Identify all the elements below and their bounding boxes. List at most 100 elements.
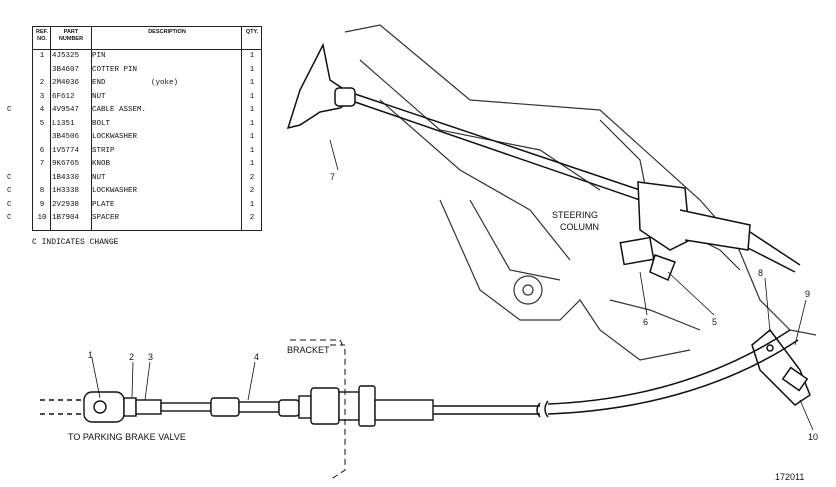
part-number: 9K6765 — [52, 160, 80, 168]
ref-number: 1 — [39, 52, 45, 60]
description: LOCKWASHER — [92, 133, 138, 141]
table-row: C 1B4330 NUT 2 — [7, 173, 261, 184]
description: NUT — [92, 92, 106, 101]
description: CABLE ASSEM. — [92, 106, 147, 114]
table-row: 1 4J5325 PIN 1 — [33, 51, 261, 62]
part-number: 1H3338 — [52, 187, 80, 195]
table-row: 3 6F612 NUT 1 — [33, 92, 261, 103]
quantity: 1 — [249, 133, 255, 141]
bracket-outline — [290, 339, 346, 481]
header-description: DESCRIPTION — [148, 29, 186, 35]
part-number: 3B4506 — [52, 133, 80, 141]
change-mark: C — [7, 187, 12, 195]
table-row: 7 9K6765 KNOB 1 — [33, 159, 261, 170]
callout-7: 7 — [330, 172, 335, 182]
description: END — [92, 79, 106, 87]
description-note: (yoke) — [151, 79, 179, 87]
part-number: L1351 — [52, 119, 75, 128]
cable — [433, 329, 799, 418]
table-header: REF. NO. PART NUMBER DESCRIPTION QTY. — [33, 27, 261, 50]
figure-number: 172011 — [775, 472, 804, 482]
quantity: 2 — [249, 214, 255, 222]
change-mark: C — [7, 106, 12, 114]
part-number: 4V9547 — [52, 106, 80, 114]
callout-4: 4 — [254, 352, 259, 362]
description: COTTER PIN — [92, 65, 138, 74]
quantity: 1 — [249, 106, 255, 114]
description: BOLT — [92, 119, 111, 128]
quantity: 1 — [249, 79, 255, 87]
cable-end-assembly — [40, 385, 434, 427]
table-divider — [241, 27, 242, 230]
ref-number: 2 — [39, 79, 45, 87]
ref-number: 7 — [39, 160, 45, 168]
description: PLATE — [92, 200, 115, 209]
table-divider — [50, 27, 51, 230]
frame-outline — [344, 24, 817, 361]
table-row: 6 1V5774 STRIP 1 — [33, 146, 261, 157]
leader-lines — [91, 139, 814, 431]
header-qty: QTY. — [245, 29, 259, 35]
part-number: 6F612 — [52, 92, 75, 101]
mounting-plate — [751, 328, 811, 406]
ref-number: 4 — [39, 106, 45, 114]
description: STRIP — [92, 146, 115, 155]
callout-10: 10 — [808, 432, 818, 442]
quantity: 1 — [249, 200, 255, 209]
ref-number: 9 — [39, 200, 45, 209]
callout-3: 3 — [148, 352, 153, 362]
part-number: 1V5774 — [52, 146, 80, 155]
quantity: 1 — [249, 65, 255, 74]
part-number: 3B4607 — [52, 65, 80, 74]
table-row: 3B4607 COTTER PIN 1 — [33, 65, 261, 76]
column-label: COLUMN — [560, 222, 599, 232]
part-number: 1B4330 — [52, 173, 80, 182]
quantity: 2 — [249, 187, 255, 195]
bracket-label: BRACKET — [287, 345, 330, 355]
callout-1: 1 — [88, 350, 93, 360]
change-mark: C — [7, 214, 12, 222]
table-divider — [91, 27, 92, 230]
description: SPACER — [92, 214, 120, 222]
change-mark: C — [7, 173, 12, 182]
change-note: C INDICATES CHANGE — [32, 238, 119, 247]
part-number: 2M4036 — [52, 79, 80, 87]
quantity: 1 — [249, 146, 255, 155]
callout-8: 8 — [758, 268, 763, 278]
callout-5: 5 — [712, 317, 717, 327]
callout-9: 9 — [805, 289, 810, 299]
description: NUT — [92, 173, 106, 182]
header-ref: REF. NO. — [36, 29, 48, 42]
knob-assembly — [286, 42, 641, 201]
steering-label: STEERING — [552, 210, 598, 220]
quantity: 1 — [249, 92, 255, 101]
header-part-number: PART NUMBER — [58, 29, 84, 42]
table-row: C 8 1H3338 LOCKWASHER 2 — [7, 186, 261, 197]
description: PIN — [92, 52, 106, 60]
description: KNOB — [92, 160, 111, 168]
change-mark: C — [7, 200, 12, 209]
table-row: C 9 2V2938 PLATE 1 — [7, 200, 261, 211]
ref-number: 3 — [39, 92, 45, 101]
quantity: 1 — [249, 119, 255, 128]
table-row: 2 2M4036 END (yoke) 1 — [33, 78, 261, 89]
part-number: 2V2938 — [52, 200, 80, 209]
table-row: 3B4506 LOCKWASHER 1 — [33, 132, 261, 143]
quantity: 2 — [249, 173, 255, 182]
callout-2: 2 — [129, 352, 134, 362]
ref-number: 8 — [39, 187, 45, 195]
ref-number: 6 — [39, 146, 45, 155]
description: LOCKWASHER — [92, 187, 138, 195]
quantity: 1 — [249, 160, 255, 168]
table-row: 5 L1351 BOLT 1 — [33, 119, 261, 130]
ref-number: 5 — [39, 119, 45, 128]
part-number: 1B7904 — [52, 214, 80, 222]
callout-6: 6 — [643, 317, 648, 327]
quantity: 1 — [249, 52, 255, 60]
part-number: 4J5325 — [52, 52, 80, 60]
table-row: C 4 4V9547 CABLE ASSEM. 1 — [7, 105, 261, 116]
steering-column-clamp — [619, 181, 801, 282]
to-parking-brake-valve-label: TO PARKING BRAKE VALVE — [68, 432, 186, 442]
